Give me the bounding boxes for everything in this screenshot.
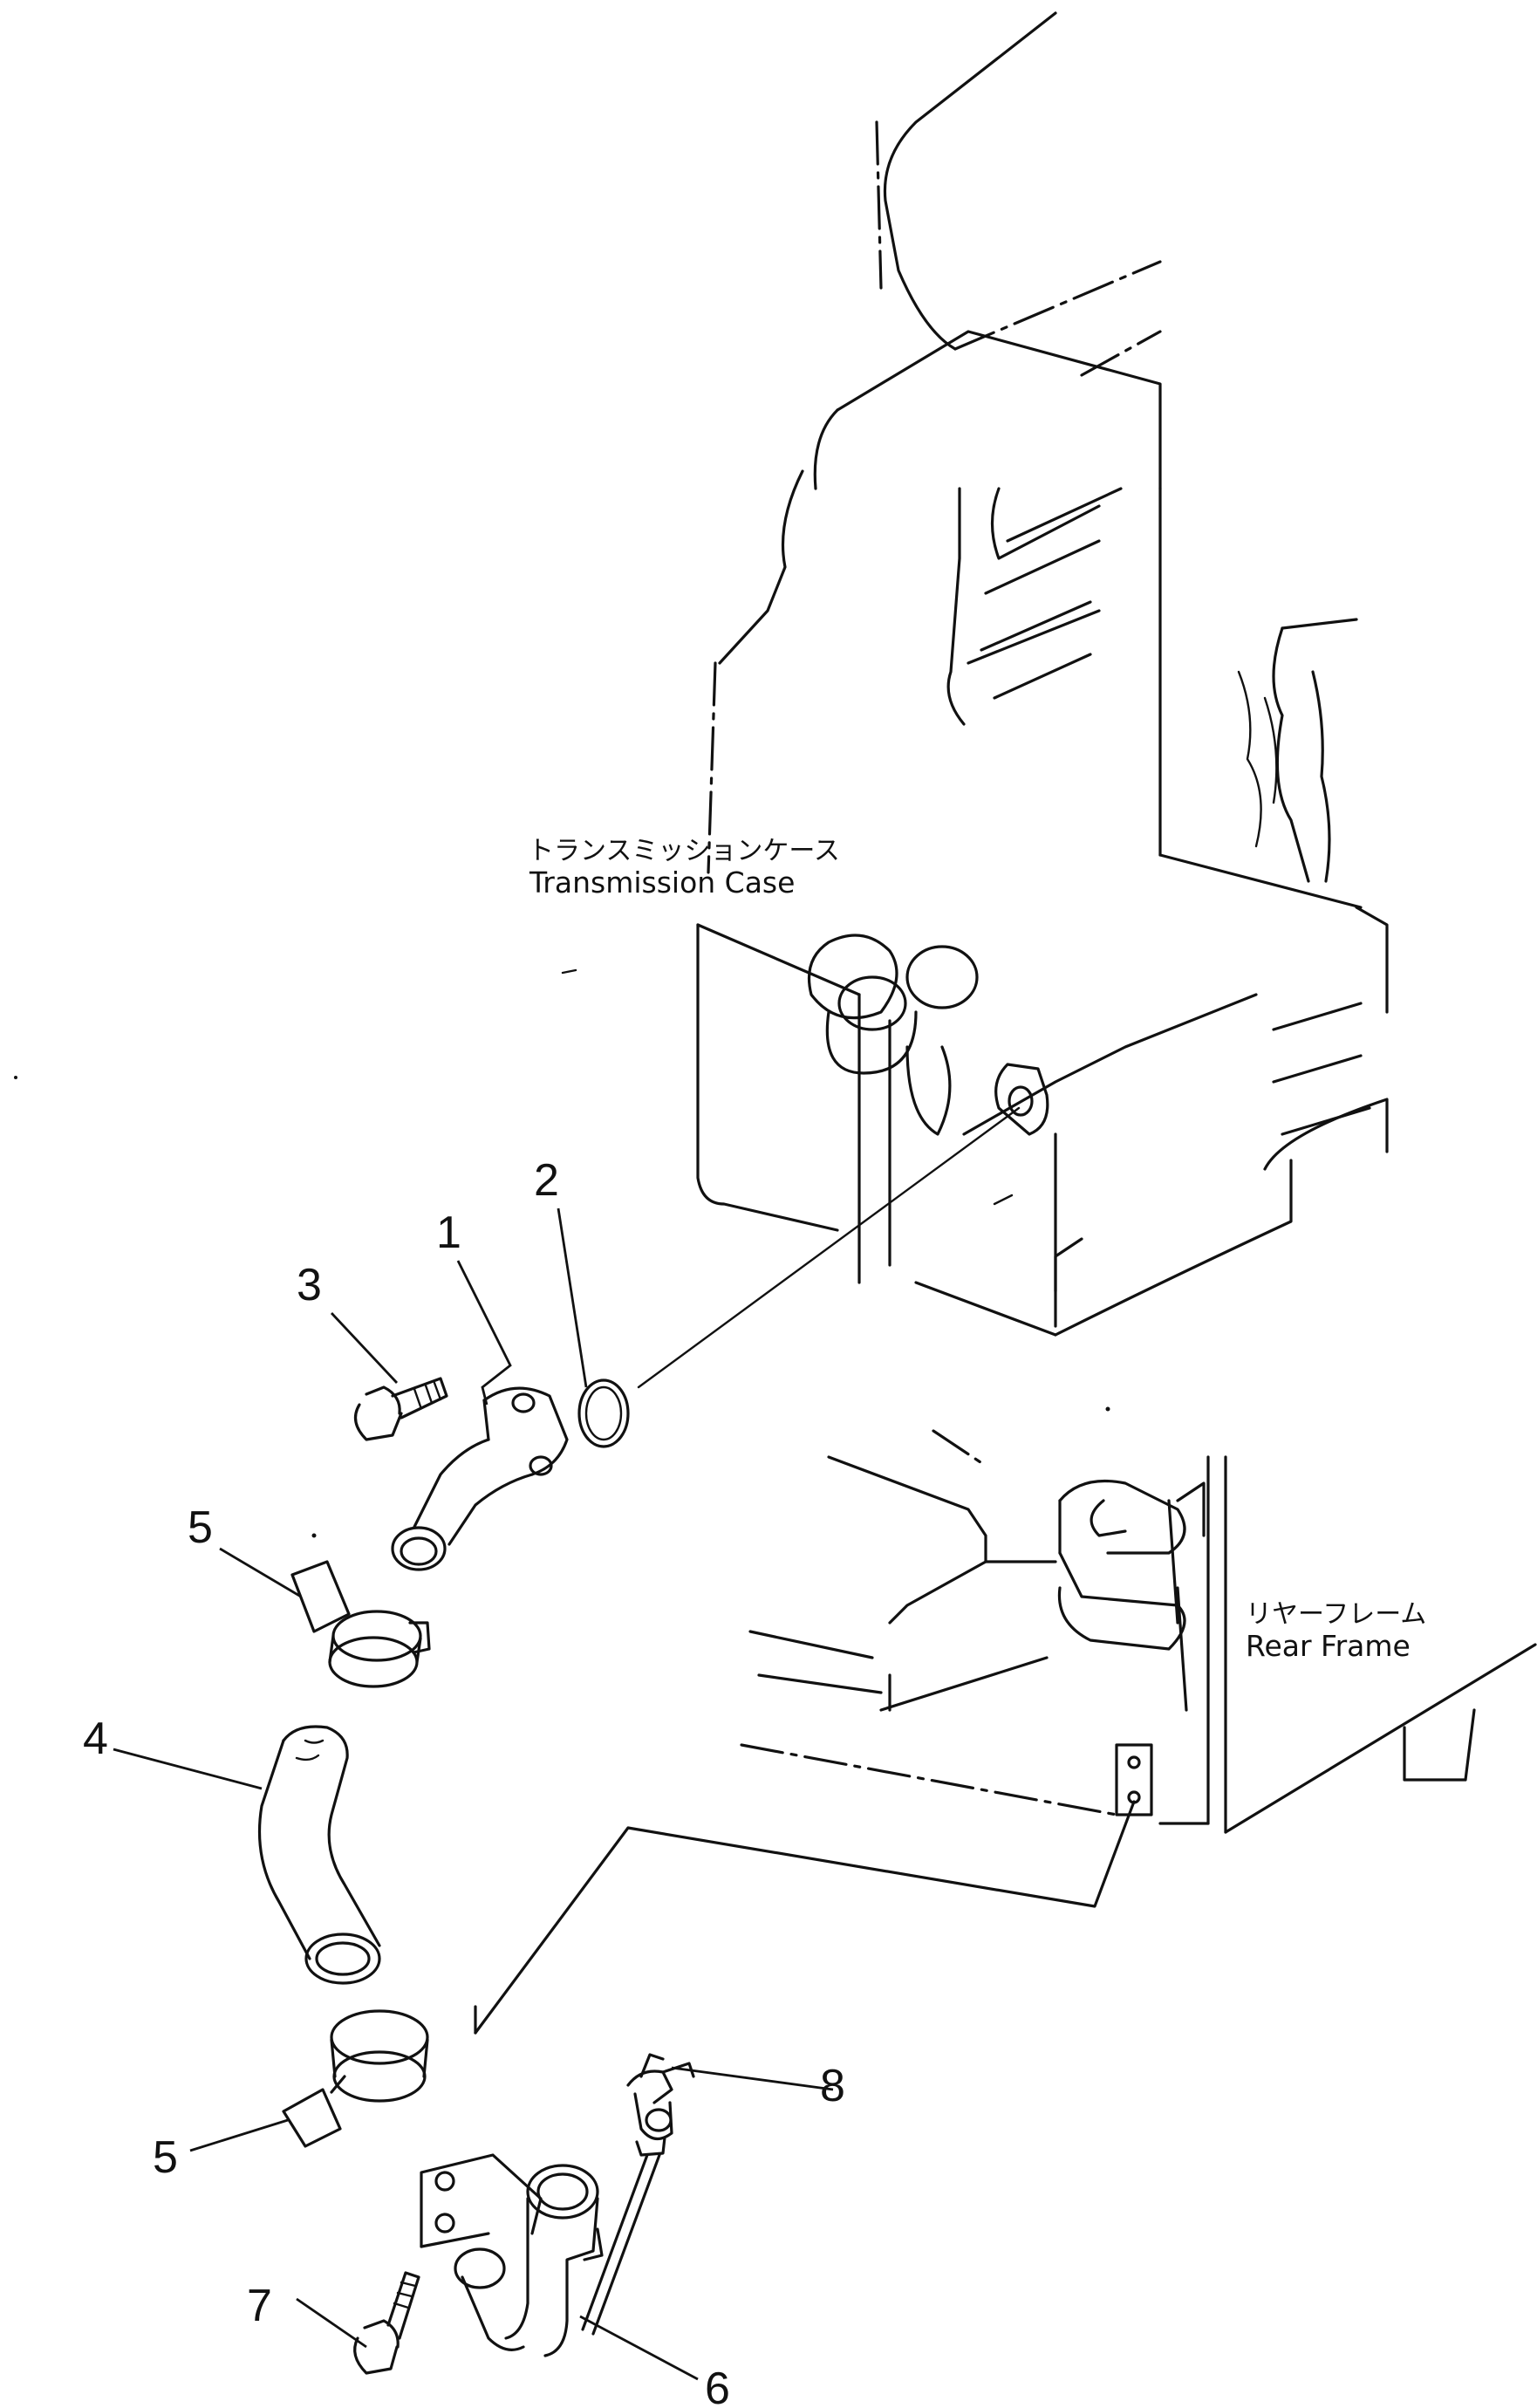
drain-valve-part-8 [581,2053,695,2336]
rear-frame-label-jp: リヤーフレーム [1246,1599,1426,1630]
elbow-pipe-part-1 [391,1386,569,1571]
assembly-leaders [474,1106,1136,2035]
callout-1: 1 [436,1207,461,1258]
callout-8: 8 [820,2061,845,2111]
callout-7: 7 [247,2281,272,2331]
callout-4: 4 [83,1714,108,1764]
pipe-bracket-part-6 [420,2153,604,2357]
callout-3: 3 [297,1260,322,1310]
callout-5-upper: 5 [188,1502,213,1553]
callout-2: 2 [534,1155,559,1206]
hose-clamp-part-5-upper [290,1560,431,1688]
bolt-part-3 [353,1377,448,1441]
rear-frame [740,1429,1537,1834]
hose-clamp-part-5-lower [282,2009,429,2148]
transmission-case-label-jp: トランスミッションケース [528,836,840,866]
callout-5-lower: 5 [153,2132,178,2183]
o-ring-part-2 [577,1378,630,1448]
bolt-part-7 [353,2271,420,2375]
rear-frame-label-en: Rear Frame [1246,1629,1411,1663]
transmission-case-label-en: Transmission Case [529,865,795,900]
transmission-case [696,11,1389,1337]
callout-6: 6 [705,2364,730,2408]
hose-part-4 [257,1725,381,1985]
callout-leaders [113,1207,834,2381]
